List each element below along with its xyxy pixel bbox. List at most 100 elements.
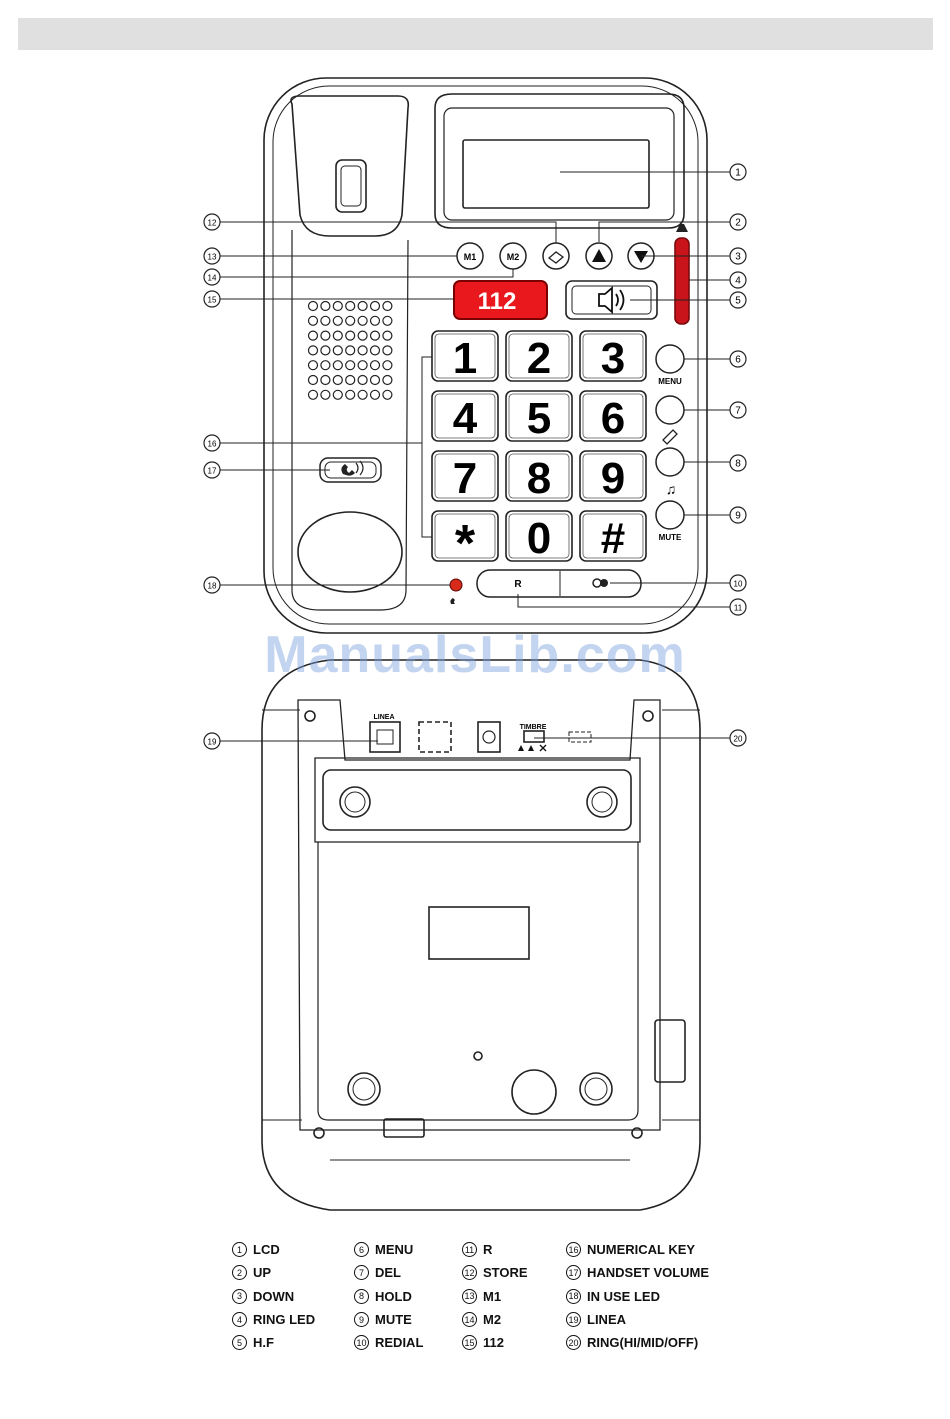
key-label: 9 [601,454,625,503]
legend-label: RING(HI/MID/OFF) [587,1335,699,1351]
key-label: 7 [453,454,477,503]
grille-hole [345,360,356,371]
key-label: 0 [527,514,551,563]
grille-hole [307,360,319,371]
callout-number: 7 [735,406,741,417]
key-8[interactable]: 8 [505,450,573,503]
grille-hole [345,389,356,400]
in-use-led [449,578,463,592]
callout-number: 6 [735,355,741,366]
key-3[interactable]: 3 [579,330,647,383]
callout-18 [203,576,221,594]
callout-number: 18 [208,582,217,591]
grille-hole [369,374,381,386]
store-icon [547,251,565,264]
emergency-112-button[interactable] [453,280,548,320]
grille-hole [307,345,319,356]
down-arrow-icon [634,251,648,263]
legend-number: 10 [354,1335,369,1351]
grille-hole [369,330,381,341]
phone-icon [450,598,455,604]
legend-number: 16 [566,1242,581,1258]
key-5[interactable]: 5 [505,390,573,443]
key-label: * [455,515,476,573]
del-button[interactable] [655,395,685,425]
callout-number: 1 [735,168,741,179]
linea-label: LINEA [374,714,395,721]
callout-number: 4 [735,276,741,287]
callout-3 [729,247,747,265]
key-1[interactable]: 1 [431,330,499,383]
menu-button[interactable] [655,344,685,374]
legend-number: 1 [232,1242,247,1258]
grille-hole [357,345,368,356]
hold-button[interactable] [655,447,685,477]
key-label: 2 [527,334,551,383]
key-9[interactable]: 9 [579,450,647,503]
grille-hole [345,330,356,341]
key-0[interactable]: 0 [505,510,573,563]
grille-hole [320,389,331,400]
callout-number: 15 [208,296,217,305]
grille-hole [357,374,368,386]
watermark: ManualsLib.com [264,626,686,684]
key-6[interactable]: 6 [579,390,647,443]
legend-label: R [483,1242,493,1258]
grille-hole [357,300,368,312]
key-hash[interactable]: # [579,510,647,563]
grille-hole [382,300,393,312]
handset-volume-icon [341,464,355,476]
callout-10 [729,574,747,592]
grille-hole [307,330,319,341]
grille-hole [332,360,343,371]
grille-hole [320,374,331,386]
callout-2 [729,213,747,231]
grille-hole [382,389,393,400]
callout-5 [729,291,747,309]
ring-switch[interactable] [523,730,545,743]
legend-label: MUTE [375,1312,412,1328]
callout-number: 20 [734,735,743,744]
legend-number: 3 [232,1288,247,1304]
callout-number: 3 [735,252,741,263]
callout-17 [203,461,221,479]
key-2[interactable]: 2 [505,330,573,383]
store-button[interactable] [542,242,570,270]
key-7[interactable]: 7 [431,450,499,503]
legend-label: HANDSET VOLUME [587,1265,710,1281]
mute-button[interactable] [655,500,685,530]
grille-hole [369,345,381,356]
r-label: R [514,579,522,590]
callout-number: 12 [208,219,217,228]
legend-number: 12 [462,1265,477,1281]
ring-led [674,237,690,325]
timbre-label: TIMBRE [520,724,547,731]
key-star[interactable]: * [431,510,499,573]
key-4[interactable]: 4 [431,390,499,443]
legend-label: 112 [483,1335,504,1351]
callout-14 [203,268,221,286]
legend-number: 14 [462,1312,477,1328]
grille-hole [332,374,343,386]
callout-12 [203,213,221,231]
key-label: 6 [601,394,625,443]
handset [290,95,410,237]
grille-hole [332,315,343,326]
legend-number: 7 [354,1265,369,1281]
callout-13 [203,247,221,265]
grille-hole [332,389,343,400]
grille-hole [320,330,331,341]
grille-hole [382,330,393,341]
legend-number: 17 [566,1265,581,1281]
